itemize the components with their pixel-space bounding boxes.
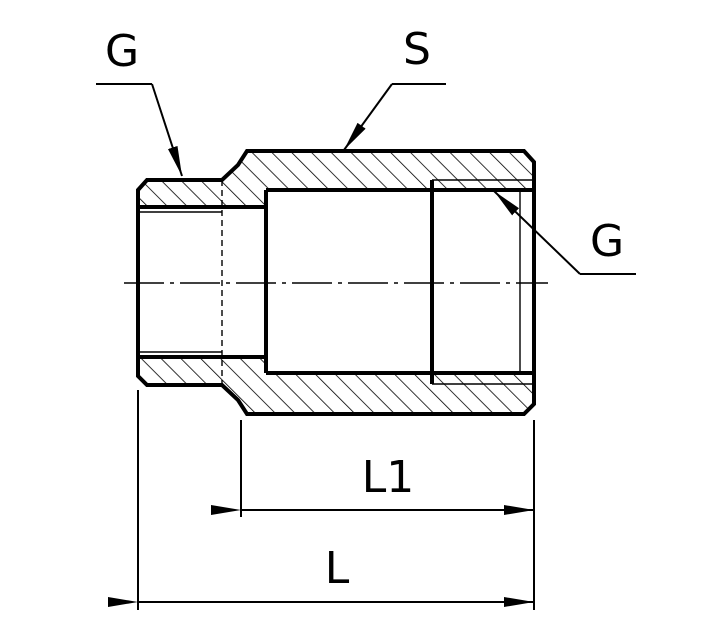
wall-section-bottom bbox=[138, 357, 534, 414]
leader-thread-left bbox=[96, 83, 183, 177]
leader-wrench-size bbox=[343, 83, 446, 151]
female-thread bbox=[430, 179, 534, 385]
label-l: L bbox=[325, 543, 350, 594]
label-wrench-size: S bbox=[403, 24, 431, 75]
leader-thread-right bbox=[493, 190, 636, 275]
wall-section-top bbox=[138, 151, 534, 207]
label-l1: L1 bbox=[362, 452, 415, 503]
label-thread-right: G bbox=[590, 216, 624, 267]
outer-contour bbox=[136, 149, 536, 416]
label-thread-left: G bbox=[105, 26, 139, 77]
